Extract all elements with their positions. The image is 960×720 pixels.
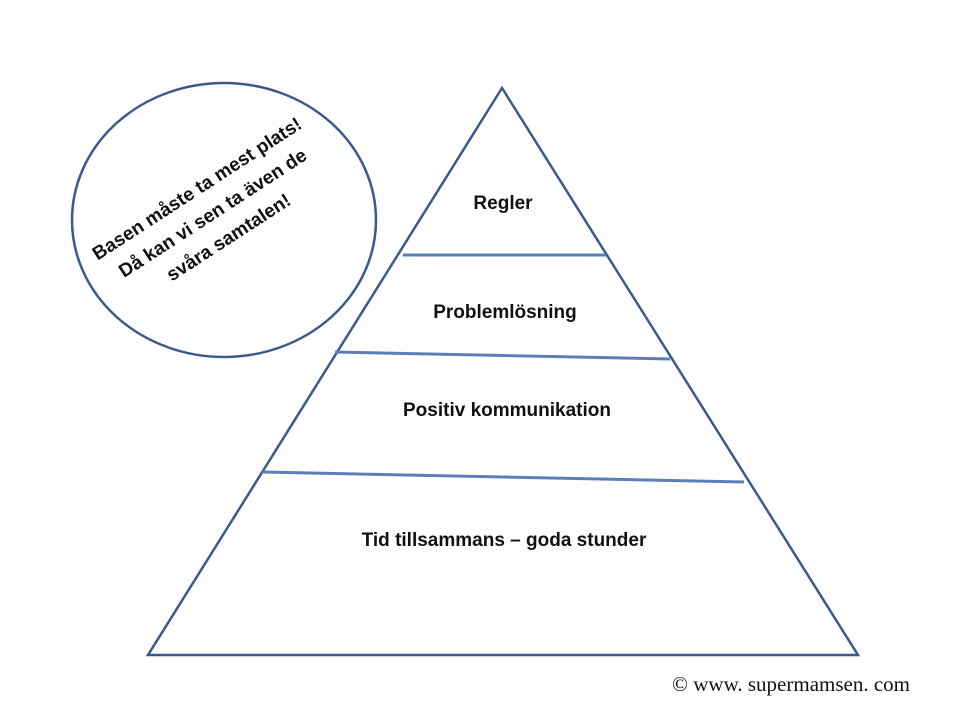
callout: Basen måste ta mest plats! Då kan vi sen… xyxy=(70,81,378,359)
layer-label-problemlosning: Problemlösning xyxy=(433,302,577,323)
layer-divider-2 xyxy=(334,350,671,361)
layer-label-tid-tillsammans: Tid tillsammans – goda stunder xyxy=(362,530,647,551)
callout-ellipse xyxy=(70,81,378,359)
pyramid-outline xyxy=(145,85,861,657)
layer-label-positiv-kommunikation: Positiv kommunikation xyxy=(403,400,611,421)
layer-divider-3 xyxy=(261,470,745,484)
copyright-text: © www. supermamsen. com xyxy=(672,672,910,696)
layer-label-regler: Regler xyxy=(473,193,533,214)
